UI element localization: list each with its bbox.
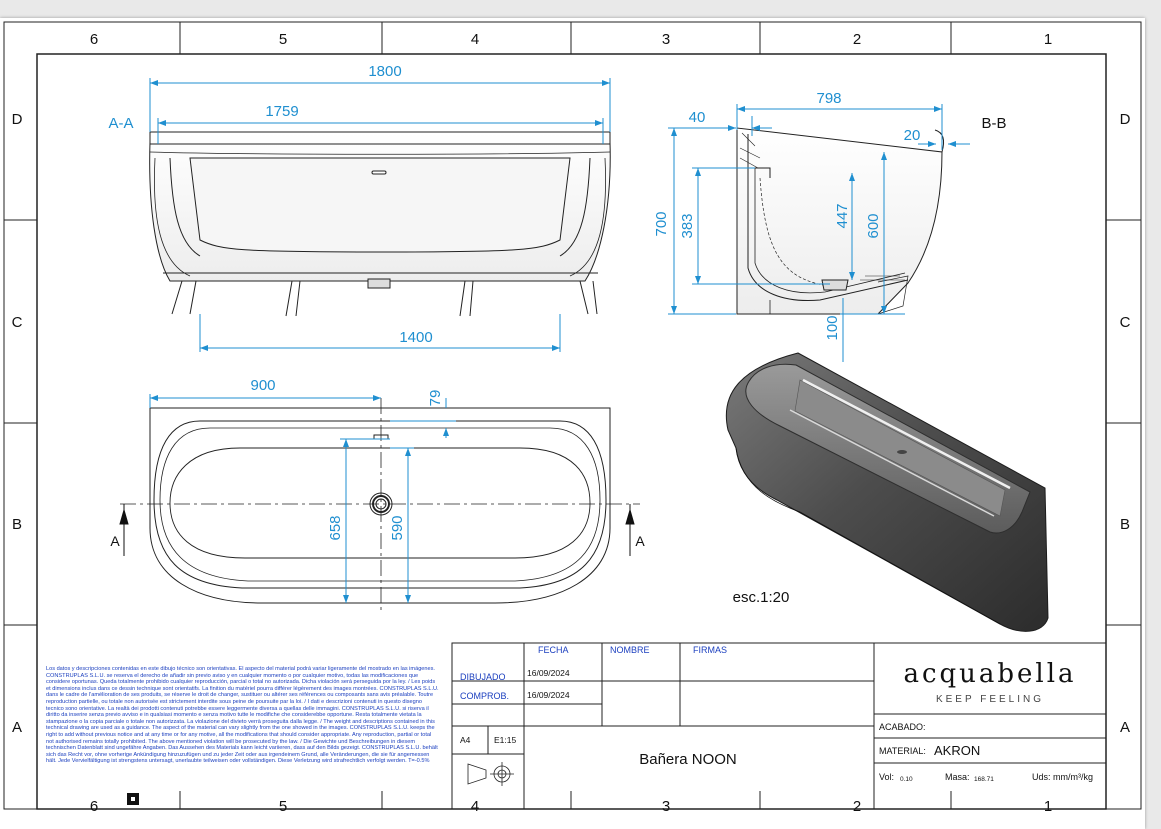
plan-view — [149, 407, 611, 604]
dibujado-label: DIBUJADO — [460, 672, 506, 682]
row-label-c: C — [12, 314, 23, 331]
brand-logo: acquabella — [903, 659, 1076, 689]
projection-symbol-icon — [467, 762, 514, 786]
col-label-5: 5 — [279, 31, 287, 48]
material-label: MATERIAL: — [879, 746, 926, 756]
technical-drawing: 6 5 4 3 2 1 6 5 4 3 2 1 D C B A D C B A — [3, 21, 1142, 815]
sheet-scale: E1:15 — [494, 735, 516, 745]
dim-water-depth: 447 — [834, 203, 851, 228]
vol-label: Vol: — [879, 772, 894, 782]
drawing-sheet: 6 5 4 3 2 1 6 5 4 3 2 1 D C B A D C B A — [0, 18, 1145, 829]
col-label-2-bottom: 2 — [853, 798, 861, 815]
masa-label: Masa: — [945, 772, 970, 782]
bathtub-3d-render — [725, 352, 1049, 632]
dim-total-height: 700 — [653, 211, 670, 236]
col-label-3-bottom: 3 — [662, 798, 670, 815]
col-label-2: 2 — [853, 31, 861, 48]
row-label-d: D — [12, 111, 23, 128]
dim-inner-length: 1759 — [265, 103, 298, 120]
legal-disclaimer: Los datos y descripciones contenidas en … — [46, 666, 439, 765]
row-label-a-right: A — [1120, 719, 1130, 736]
brand-tagline: KEEP FEELING — [936, 694, 1044, 705]
row-label-b: B — [12, 516, 22, 533]
col-label-3: 3 — [662, 31, 670, 48]
dim-inner-width: 590 — [389, 515, 406, 540]
fecha-header: FECHA — [538, 645, 569, 655]
col-label-5-bottom: 5 — [279, 798, 287, 815]
col-label-6: 6 — [90, 31, 98, 48]
section-bb-label: B-B — [981, 115, 1006, 132]
col-label-6-bottom: 6 — [90, 798, 98, 815]
units-label: Uds: mm/m³/kg — [1032, 772, 1093, 782]
scale-label: esc.1:20 — [733, 589, 790, 606]
dim-section-width: 798 — [816, 90, 841, 107]
row-label-b-right: B — [1120, 516, 1130, 533]
dim-outer-width: 658 — [327, 515, 344, 540]
qr-stamp-icon — [127, 793, 139, 805]
title-block — [451, 642, 1107, 810]
dim-inner-depth: 383 — [679, 213, 696, 238]
dim-plan-half-length: 900 — [250, 377, 275, 394]
dim-shell-height: 600 — [865, 213, 882, 238]
comprob-date: 16/09/2024 — [527, 690, 570, 700]
sheet-size: A4 — [460, 735, 471, 745]
dim-rim-offset: 79 — [427, 390, 444, 407]
cut-marker-right: A — [635, 533, 645, 549]
dim-wall-top: 40 — [689, 109, 706, 126]
row-label-d-right: D — [1120, 111, 1131, 128]
dibujado-date: 16/09/2024 — [527, 668, 570, 678]
section-aa-label: A-A — [108, 115, 133, 132]
col-label-4-bottom: 4 — [471, 798, 479, 815]
nombre-header: NOMBRE — [610, 645, 650, 655]
comprob-label: COMPROB. — [460, 691, 509, 701]
dim-base-length: 1400 — [399, 329, 432, 346]
section-aa-view — [149, 131, 611, 317]
material-value: AKRON — [934, 743, 980, 758]
section-bb-view — [736, 127, 945, 315]
col-label-4: 4 — [471, 31, 479, 48]
dim-overall-length: 1800 — [368, 63, 401, 80]
dim-base-height: 100 — [824, 315, 841, 340]
acabado-label: ACABADO: — [879, 722, 926, 732]
row-label-c-right: C — [1120, 314, 1131, 331]
firmas-header: FIRMAS — [693, 645, 727, 655]
drawing-title: Bañera NOON — [639, 751, 737, 768]
col-label-1-bottom: 1 — [1044, 798, 1052, 815]
dim-rim-lip: 20 — [904, 127, 921, 144]
masa-value: 168.71 — [974, 776, 994, 783]
vol-value: 0.10 — [900, 776, 913, 783]
row-label-a: A — [12, 719, 22, 736]
col-label-1: 1 — [1044, 31, 1052, 48]
cut-marker-left: A — [110, 533, 120, 549]
